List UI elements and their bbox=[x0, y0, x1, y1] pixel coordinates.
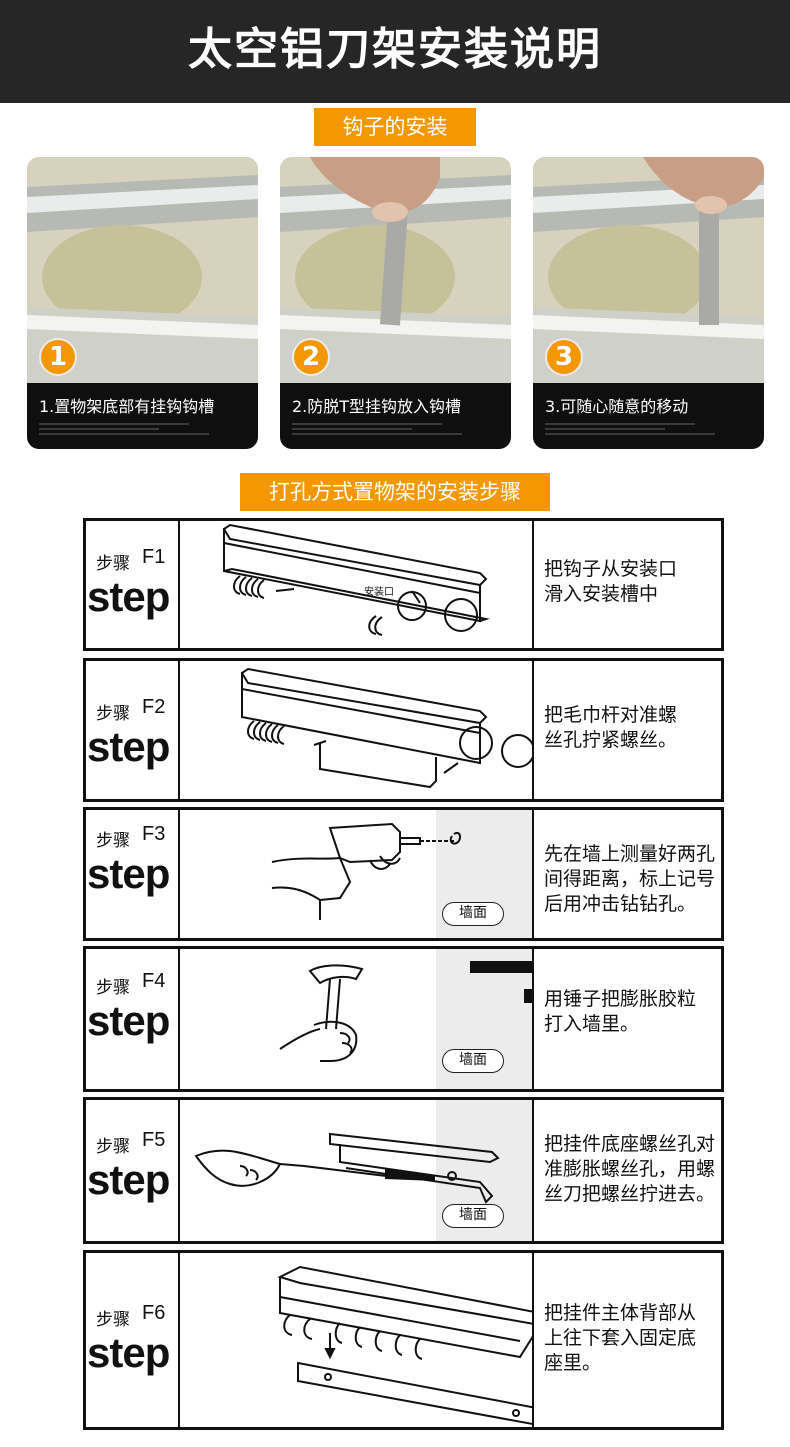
desc-line: 把挂件底座螺丝孔对 bbox=[544, 1133, 716, 1155]
step-en: step bbox=[87, 573, 170, 620]
desc-line: 先在墙上测量好两孔 bbox=[544, 843, 716, 865]
hook-photo-1: 1 1.置物架底部有挂钩钩槽 bbox=[27, 157, 258, 449]
hook-slide-photo-icon bbox=[533, 157, 764, 383]
photo-caption-bar: 1.置物架底部有挂钩钩槽 bbox=[27, 383, 258, 449]
step-zh: 步骤 bbox=[96, 978, 130, 998]
step-illustration bbox=[180, 661, 532, 799]
step-label-cell: 步骤 F6 step bbox=[86, 1253, 180, 1427]
step-label-cell: 步骤 F2 step bbox=[86, 661, 180, 799]
step-en: step bbox=[87, 997, 170, 1044]
step-row-f2: 步骤 F2 step 把毛巾杆对准螺 丝孔拧紧螺丝。 bbox=[83, 658, 724, 802]
desc-line: 打入墙里。 bbox=[544, 1013, 640, 1035]
caption-fine-print bbox=[545, 423, 735, 435]
step-desc-cell: 把毛巾杆对准螺 丝孔拧紧螺丝。 bbox=[532, 661, 721, 799]
step-number-badge: 3 bbox=[547, 340, 581, 374]
step-en: step bbox=[87, 723, 170, 770]
screwdriver-icon bbox=[194, 1132, 500, 1204]
page-title: 太空铝刀架安装说明 bbox=[188, 24, 602, 75]
wall-label: 墙面 bbox=[442, 902, 504, 926]
step-code: F2 bbox=[142, 696, 166, 718]
step-desc-cell: 先在墙上测量好两孔 间得距离，标上记号 后用冲击钻钻孔。 bbox=[532, 810, 721, 938]
towel-bar-icon bbox=[240, 667, 532, 789]
step-number-badge: 1 bbox=[41, 340, 75, 374]
desc-line: 准膨胀螺丝孔，用螺 bbox=[544, 1158, 716, 1180]
step-illustration: 安装口 bbox=[180, 521, 532, 648]
step-code: F3 bbox=[142, 823, 166, 845]
step-en: step bbox=[87, 1156, 170, 1203]
photo-caption: 2.防脱T型挂钩放入钩槽 bbox=[292, 397, 462, 416]
step-code: F6 bbox=[142, 1302, 166, 1324]
step-desc-cell: 把挂件主体背部从 上往下套入固定底 座里。 bbox=[532, 1253, 721, 1427]
photo-caption: 1.置物架底部有挂钩钩槽 bbox=[39, 397, 215, 416]
desc-line: 滑入安装槽中 bbox=[544, 583, 659, 605]
step-row-f5: 步骤 F5 step 墙面 把挂件底座螺丝孔对 准膨胀螺丝孔，用螺 丝刀把螺丝拧… bbox=[83, 1097, 724, 1244]
photo-caption-bar: 2.防脱T型挂钩放入钩槽 bbox=[280, 383, 511, 449]
step-number-badge: 2 bbox=[294, 340, 328, 374]
step-label-cell: 步骤 F1 step bbox=[86, 521, 180, 648]
wall-label: 墙面 bbox=[442, 1204, 504, 1228]
steps-section-label: 打孔方式置物架的安装步骤 bbox=[240, 473, 550, 511]
step-desc: 先在墙上测量好两孔 间得距离，标上记号 后用冲击钻钻孔。 bbox=[544, 842, 715, 917]
caption-fine-print bbox=[292, 423, 482, 435]
step-label-cell: 步骤 F4 step bbox=[86, 949, 180, 1089]
desc-line: 丝刀把螺丝拧进去。 bbox=[544, 1183, 716, 1205]
step-zh: 步骤 bbox=[96, 1310, 130, 1330]
step-desc: 用锤子把膨胀胶粒 打入墙里。 bbox=[544, 987, 715, 1037]
step-zh: 步骤 bbox=[96, 554, 130, 574]
desc-line: 座里。 bbox=[544, 1352, 602, 1374]
step-label-cell: 步骤 F3 step bbox=[86, 810, 180, 938]
step-desc-cell: 把挂件底座螺丝孔对 准膨胀螺丝孔，用螺 丝刀把螺丝拧进去。 bbox=[532, 1100, 721, 1241]
anchor-icon bbox=[524, 989, 532, 1003]
photo-caption-bar: 3.可随心随意的移动 bbox=[533, 383, 764, 449]
caption-fine-print bbox=[39, 423, 229, 435]
step-illustration bbox=[180, 1253, 532, 1427]
step-desc: 把挂件底座螺丝孔对 准膨胀螺丝孔，用螺 丝刀把螺丝拧进去。 bbox=[544, 1132, 715, 1207]
hammer-icon bbox=[279, 961, 532, 1062]
hook-photo-3: 3 3.可随心随意的移动 bbox=[533, 157, 764, 449]
anchor-icon bbox=[470, 961, 532, 973]
step-row-f6: 步骤 F6 step 把挂件主体背部从 上往下套入固定底 座里。 bbox=[83, 1250, 724, 1430]
step-label-cell: 步骤 F5 step bbox=[86, 1100, 180, 1241]
desc-line: 用锤子把膨胀胶粒 bbox=[544, 988, 697, 1010]
step-code: F1 bbox=[142, 546, 166, 568]
step-zh: 步骤 bbox=[96, 704, 130, 724]
desc-line: 把挂件主体背部从 bbox=[544, 1302, 697, 1324]
desc-line: 丝孔拧紧螺丝。 bbox=[544, 729, 678, 751]
step-illustration: 墙面 bbox=[180, 810, 532, 938]
desc-line: 上往下套入固定底 bbox=[544, 1327, 697, 1349]
shelf-assembly-icon bbox=[277, 1265, 532, 1425]
step-row-f4: 步骤 F4 step 墙面 用锤子把 bbox=[83, 946, 724, 1092]
rail-icon: 安装口 bbox=[222, 523, 490, 636]
step-illustration: 墙面 bbox=[180, 1100, 532, 1241]
step-desc-cell: 用锤子把膨胀胶粒 打入墙里。 bbox=[532, 949, 721, 1089]
step-row-f1: 步骤 F1 step 安装口 把钩子从安装口 滑入安装槽中 bbox=[83, 518, 724, 651]
step-zh: 步骤 bbox=[96, 831, 130, 851]
step-desc: 把挂件主体背部从 上往下套入固定底 座里。 bbox=[544, 1301, 715, 1376]
step-zh: 步骤 bbox=[96, 1137, 130, 1157]
step-illustration: 墙面 bbox=[180, 949, 532, 1089]
desc-line: 后用冲击钻钻孔。 bbox=[544, 893, 697, 915]
step-code: F5 bbox=[142, 1129, 166, 1151]
step-desc: 把钩子从安装口 滑入安装槽中 bbox=[544, 557, 715, 607]
step-row-f3: 步骤 F3 step 墙面 先在墙上测量好两孔 间得距离，标上记号 后用冲击钻钻… bbox=[83, 807, 724, 941]
step-desc-cell: 把钩子从安装口 滑入安装槽中 bbox=[532, 521, 721, 648]
photo-caption: 3.可随心随意的移动 bbox=[545, 397, 689, 416]
hooks-section-label: 钩子的安装 bbox=[314, 108, 476, 146]
desc-line: 把毛巾杆对准螺 bbox=[544, 704, 678, 726]
desc-line: 把钩子从安装口 bbox=[544, 558, 678, 580]
hook-photo-2: 2 2.防脱T型挂钩放入钩槽 bbox=[280, 157, 511, 449]
step-code: F4 bbox=[142, 970, 166, 992]
wall-label: 墙面 bbox=[442, 1049, 504, 1073]
hook-insert-photo-icon bbox=[280, 157, 511, 383]
drill-icon bbox=[271, 822, 462, 920]
step-en: step bbox=[87, 850, 170, 897]
title-banner: 太空铝刀架安装说明 bbox=[0, 0, 790, 103]
step-en: step bbox=[87, 1329, 170, 1376]
install-port-label: 安装口 bbox=[364, 585, 394, 598]
desc-line: 间得距离，标上记号 bbox=[544, 868, 716, 890]
step-desc: 把毛巾杆对准螺 丝孔拧紧螺丝。 bbox=[544, 703, 715, 753]
